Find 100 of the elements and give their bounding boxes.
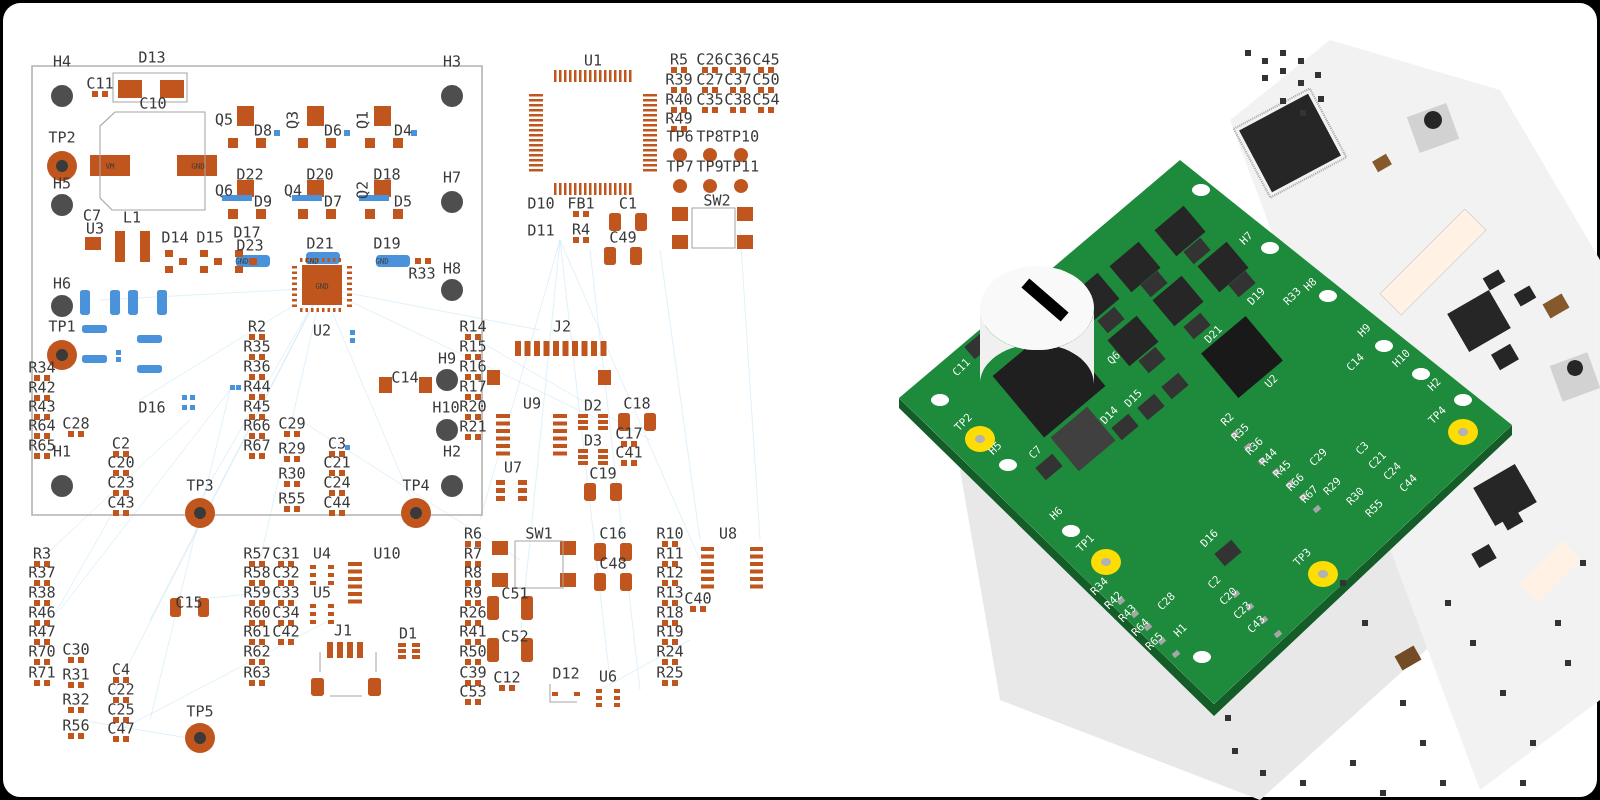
designator-label: D3 xyxy=(584,434,601,446)
silkscreen-label: H8 xyxy=(1303,277,1317,291)
designator-label: C45 xyxy=(753,53,779,65)
designator-label: C14 xyxy=(392,371,418,383)
silkscreen-label: U2 xyxy=(1264,375,1278,388)
designator-label: C20 xyxy=(108,456,134,468)
designator-label: TP10 xyxy=(723,130,759,142)
designator-label: L1 xyxy=(124,211,141,223)
designator-label: D14 xyxy=(162,231,188,243)
designator-label: Q3 xyxy=(286,112,300,129)
designator-label: Q2 xyxy=(356,182,370,199)
designator-label: C37 xyxy=(725,73,751,85)
silkscreen-label: C28 xyxy=(1158,592,1175,609)
designator-label: TP8 xyxy=(696,130,723,142)
designator-label: D19 xyxy=(374,237,400,249)
designator-label: C26 xyxy=(697,53,723,65)
designator-label: U4 xyxy=(314,547,331,559)
designator-label: C28 xyxy=(63,417,89,429)
designator-label: R15 xyxy=(460,340,486,352)
silkscreen-label: C3 xyxy=(1356,442,1368,454)
designator-label: D18 xyxy=(374,168,400,180)
designator-label: C43 xyxy=(108,496,134,508)
designator-label: R31 xyxy=(63,668,89,680)
designator-label: R14 xyxy=(460,320,486,332)
silkscreen-label: TP2 xyxy=(953,413,973,430)
designator-label: C48 xyxy=(600,557,626,569)
designator-label: U6 xyxy=(600,670,617,682)
designator-label: C53 xyxy=(460,685,486,697)
designator-label: C40 xyxy=(685,592,711,604)
designator-label: D5 xyxy=(394,195,411,207)
designator-label: TP6 xyxy=(666,130,693,142)
silkscreen-label: C7 xyxy=(1029,445,1040,458)
designator-label: Q1 xyxy=(356,111,370,129)
designator-label: TP11 xyxy=(723,160,759,172)
designator-label: TP9 xyxy=(696,160,723,172)
designator-label: C16 xyxy=(600,527,626,539)
designator-label: C3 xyxy=(328,437,345,449)
designator-label: C19 xyxy=(590,467,616,479)
designator-label: R65 xyxy=(29,439,55,451)
designator-label: C54 xyxy=(753,93,779,105)
designator-label: D17 xyxy=(234,226,260,238)
silkscreen-label: H10 xyxy=(1391,349,1410,368)
designator-label: H3 xyxy=(443,55,460,67)
designator-label: C44 xyxy=(324,496,350,508)
designator-label: R25 xyxy=(657,666,683,678)
designator-label: D12 xyxy=(553,667,579,679)
designator-label: U1 xyxy=(585,54,602,66)
designator-label: Q4 xyxy=(284,184,302,198)
designator-label: R2 xyxy=(248,320,265,332)
designator-label: H1 xyxy=(53,445,71,457)
designator-label: C2 xyxy=(112,437,129,449)
designator-label: C51 xyxy=(502,587,528,599)
designator-label: D1 xyxy=(399,627,417,639)
silkscreen-label: Q6 xyxy=(1107,351,1120,364)
designator-label: R70 xyxy=(29,645,55,657)
designator-label: SW2 xyxy=(704,194,730,206)
silkscreen-label: D21 xyxy=(1203,325,1223,344)
designator-label: D7 xyxy=(324,195,341,207)
designator-label: TP1 xyxy=(48,320,75,332)
designator-label: R42 xyxy=(29,381,55,393)
designator-label: D16 xyxy=(139,401,165,413)
designator-label: R7 xyxy=(464,547,481,559)
silkscreen-label: R55 xyxy=(1364,499,1383,518)
designator-label: R67 xyxy=(244,439,270,451)
designator-label: TP5 xyxy=(186,705,213,717)
designator-label: R41 xyxy=(460,625,486,637)
designator-label: C25 xyxy=(108,703,134,715)
designator-label: R12 xyxy=(657,566,683,578)
designator-label: C50 xyxy=(753,73,779,85)
silkscreen-label: R29 xyxy=(1322,477,1341,496)
designator-label: R59 xyxy=(244,586,270,598)
designator-label: TP7 xyxy=(666,160,693,172)
designator-label: C30 xyxy=(63,643,89,655)
designator-label: H2 xyxy=(443,445,460,457)
designator-label: C34 xyxy=(273,606,299,618)
silkscreen-label: TP4 xyxy=(1427,406,1446,423)
silkscreen-label: TP1 xyxy=(1075,534,1095,551)
designator-label: D9 xyxy=(254,195,272,207)
designator-label: C12 xyxy=(494,671,520,683)
designator-label: C4 xyxy=(112,663,130,675)
designator-label: D6 xyxy=(324,124,342,136)
silkscreen-label: H6 xyxy=(1049,506,1063,520)
designator-label: R47 xyxy=(29,625,55,637)
designator-label: R56 xyxy=(63,719,89,731)
designator-label: R11 xyxy=(657,547,683,559)
designator-label: R10 xyxy=(657,527,683,539)
designator-label: R34 xyxy=(29,361,55,373)
designator-label: C29 xyxy=(279,417,305,429)
designator-label: H4 xyxy=(53,55,71,67)
silkscreen-label: H7 xyxy=(1239,231,1251,245)
silkscreen-label: H2 xyxy=(1427,378,1441,391)
designator-label: C39 xyxy=(460,666,486,678)
designator-label: R60 xyxy=(244,606,270,618)
silkscreen-label: D19 xyxy=(1246,287,1265,306)
designator-label: D4 xyxy=(394,124,412,136)
designator-label: C33 xyxy=(273,586,299,598)
designator-label: D15 xyxy=(197,231,223,243)
designator-label: R20 xyxy=(460,400,486,412)
designator-label: R33 xyxy=(409,267,435,279)
silkscreen-label: C44 xyxy=(1400,474,1417,491)
